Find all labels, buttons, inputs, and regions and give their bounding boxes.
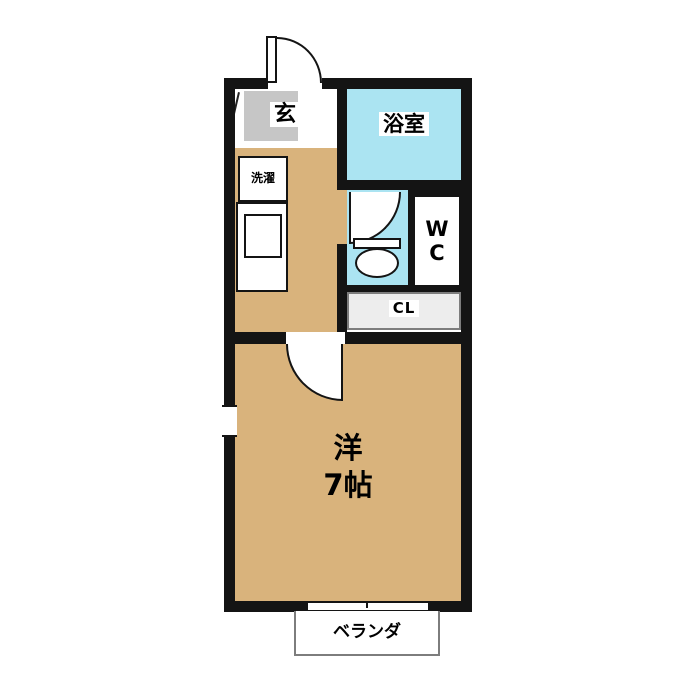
window-left-wall: [222, 405, 237, 437]
wall-left: [224, 78, 235, 612]
veranda: ベランダ: [294, 611, 440, 656]
wall-top-right: [322, 78, 472, 89]
laundry-label: 洗濯: [250, 171, 275, 186]
entrance-label: 玄: [270, 102, 301, 128]
laundry-box: 洗濯: [238, 156, 288, 202]
kitchen-sink: [244, 214, 282, 258]
wall-mid-left: [224, 332, 286, 344]
wall-bottom-right: [428, 601, 472, 612]
wall-bathroom-left: [337, 78, 347, 190]
wc-label-w: W: [425, 216, 449, 241]
bathroom-label-text: 浴室: [379, 112, 429, 137]
bathroom-label: 浴室: [347, 112, 461, 137]
wall-mid-right: [345, 332, 472, 344]
main-room-floor: [235, 344, 461, 601]
wc-label-c: C: [429, 241, 445, 265]
wall-bottom-left: [224, 601, 308, 612]
veranda-label: ベランダ: [333, 621, 401, 642]
main-room-label: 洋 7帖: [235, 430, 461, 504]
wall-bathroom-bottom: [337, 180, 472, 190]
main-room-label-line2: 7帖: [323, 468, 373, 502]
wall-right: [461, 78, 472, 612]
entrance-door-leaf: [266, 36, 277, 83]
wc-room: W C: [408, 190, 466, 292]
wall-washroom-bottom: [337, 285, 472, 292]
closet-label: CL: [347, 299, 461, 318]
wall-top-left: [224, 78, 268, 89]
entrance-door-swing-arc: [277, 37, 322, 83]
window-veranda-center-tick: [366, 601, 368, 608]
main-room-label-line1: 洋: [333, 431, 363, 465]
closet-label-text: CL: [388, 299, 420, 318]
toilet-bowl: [355, 248, 399, 278]
